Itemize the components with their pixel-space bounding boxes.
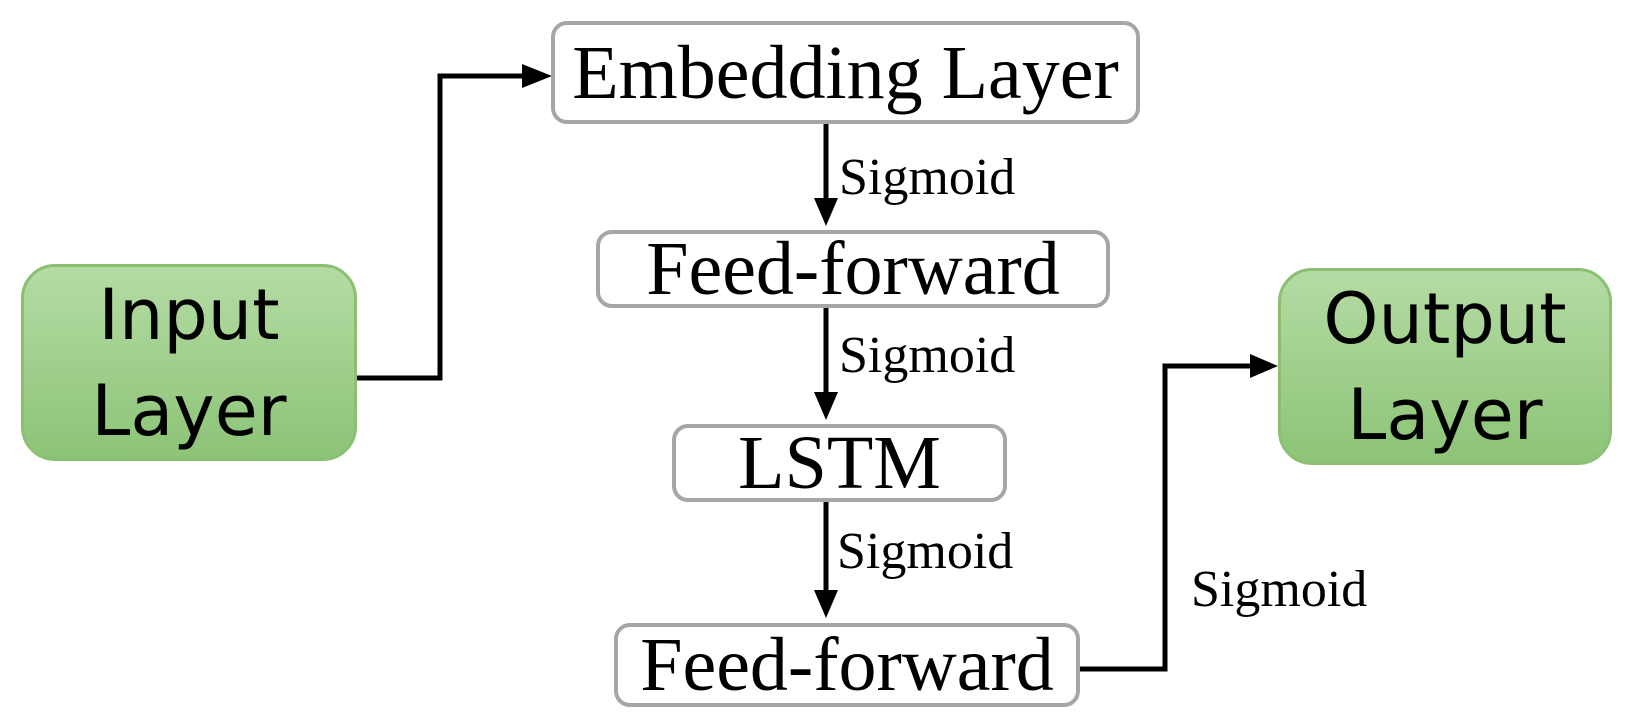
feed-forward-label-2: Feed-forward <box>640 623 1054 707</box>
edge-ff2-to-output-arrowhead <box>1250 354 1278 378</box>
embedding-layer-label: Embedding Layer <box>572 30 1119 115</box>
edge-input-to-embedding <box>353 73 522 381</box>
edge-input-to-embedding-arrowhead <box>522 64 552 88</box>
edge-lstm-to-ff2-arrowhead <box>814 590 838 618</box>
output-layer-node: Output Layer <box>1278 268 1612 465</box>
edge-label-ff1-to-lstm: Sigmoid <box>839 327 1016 384</box>
edge-ff1-to-lstm-arrowhead <box>814 392 838 420</box>
edge-ff2-to-output <box>1080 363 1250 672</box>
edge-label-lstm-to-ff2: Sigmoid <box>837 523 1014 580</box>
output-layer-label: Output Layer <box>1323 277 1567 456</box>
edge-embedding-to-ff1-arrowhead <box>814 198 838 226</box>
input-layer-node: Input Layer <box>21 264 357 461</box>
input-layer-label: Input Layer <box>91 273 287 452</box>
lstm-label: LSTM <box>738 421 941 505</box>
feed-forward-node-2: Feed-forward <box>614 623 1080 707</box>
edge-label-embedding-to-ff1: Sigmoid <box>839 149 1016 206</box>
edge-label-ff2-to-output: Sigmoid <box>1191 561 1368 618</box>
feed-forward-node-1: Feed-forward <box>596 230 1110 308</box>
feed-forward-label-1: Feed-forward <box>646 227 1060 311</box>
lstm-node: LSTM <box>672 424 1007 502</box>
embedding-layer-node: Embedding Layer <box>551 21 1140 124</box>
